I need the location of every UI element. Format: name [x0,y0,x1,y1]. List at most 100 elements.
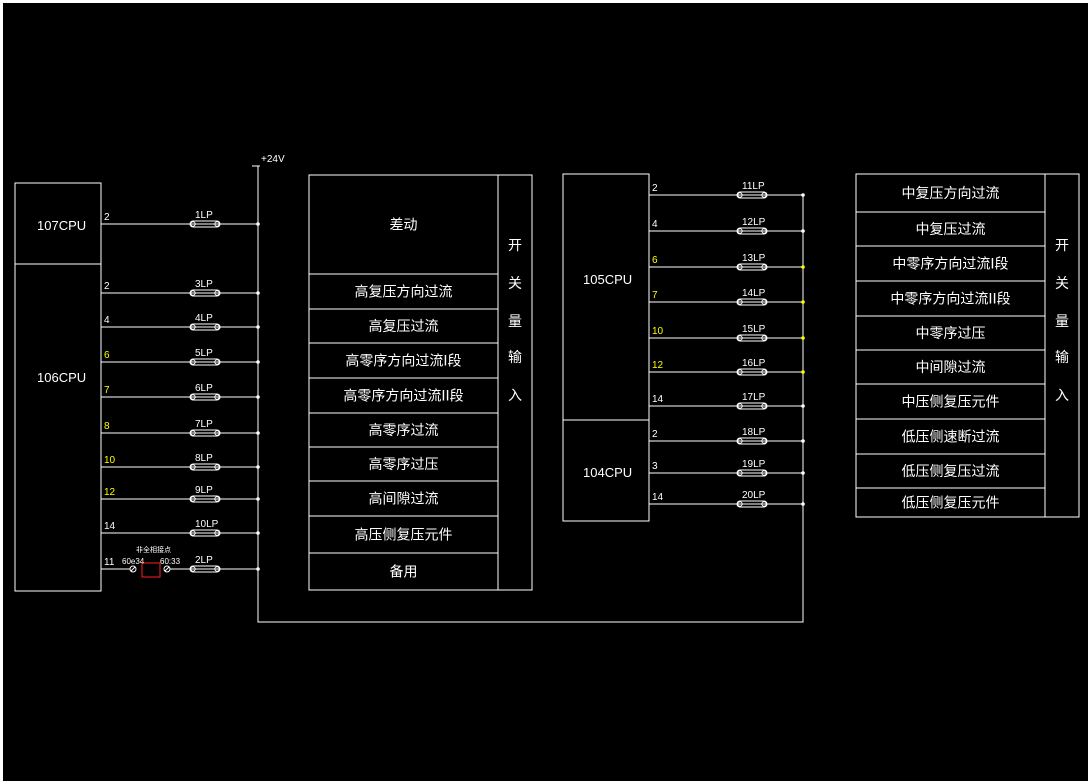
input-label: 中零序方向过流II段 [890,292,1010,308]
side-caption-char: 关 [508,276,522,292]
input-label: 中复压过流 [916,221,986,238]
pin-number: 14 [652,492,664,503]
junction-dot [256,567,260,571]
junction-dot [256,325,260,329]
input-label: 高零序过压 [369,456,439,473]
pin-number: 14 [652,394,664,405]
link-plate-3lp-icon [189,289,221,297]
cpu-104-box: 104CPU [562,419,650,522]
pin-number: 8 [104,421,110,432]
junction-dot [256,431,260,435]
junction-dot [801,471,805,475]
side-caption-char: 开 [1055,238,1069,254]
link-plate-5lp-label: 5LP [195,348,213,359]
relay-terminal-left-icon [129,565,137,573]
link-plate-6lp-label: 6LP [195,383,213,394]
input-label: 低压侧复压过流 [902,463,1000,480]
pin-number: 6 [652,255,658,266]
junction-dot [801,193,805,197]
link-plate-7lp-label: 7LP [195,419,213,430]
link-plate-5lp-icon [189,358,221,366]
link-plate-15lp-icon [736,334,768,342]
left-wire: 11 2LP [101,555,260,573]
link-plate-3lp-label: 3LP [195,279,213,290]
cpu-106-box: 106CPU [14,263,102,592]
pin-number: 2 [652,183,658,194]
input-label: 备用 [390,564,418,581]
side-caption-char: 开 [508,238,522,254]
pin-number: 2 [104,281,110,292]
cpu-106-label: 106CPU [37,370,86,385]
left-wire: 2 3LP [101,279,260,297]
input-label: 高复压方向过流 [355,284,453,301]
input-label: 中零序过压 [916,326,986,342]
link-plate-16lp-icon [736,368,768,376]
link-plate-8lp-icon [189,463,221,471]
side-caption-char: 输 [1055,350,1069,366]
link-plate-14lp-icon [736,298,768,306]
pin-number: 2 [104,212,110,223]
link-plate-20lp-icon [736,500,768,508]
pin-number: 11 [104,557,115,568]
pin-number: 10 [104,455,116,466]
supply-bus [257,166,804,623]
side-caption-char: 关 [1055,276,1069,292]
input-label: 高压侧复压元件 [355,527,453,544]
junction-dot [801,439,805,443]
link-plate-20lp-label: 20LP [742,490,766,501]
pin-number: 12 [104,487,116,498]
input-label: 高间隙过流 [369,491,439,508]
link-plate-18lp-icon [736,437,768,445]
link-plate-18lp-label: 18LP [742,427,766,438]
junction-dot [256,531,260,535]
link-plate-1lp-icon [189,220,221,228]
link-plate-6lp-icon [189,393,221,401]
side-caption-char: 入 [1055,388,1069,404]
side-caption-char: 量 [508,314,522,330]
junction-dot [256,360,260,364]
junction-dot [801,300,805,304]
left-wire: 10 8LP [101,453,260,471]
junction-dot [801,229,805,233]
junction-dot [256,222,260,226]
input-label: 中间隙过流 [916,360,986,376]
link-plate-12lp-label: 12LP [742,217,766,228]
junction-dot [801,370,805,374]
link-plate-8lp-label: 8LP [195,453,213,464]
link-plate-19lp-icon [736,469,768,477]
junction-dot [256,291,260,295]
relay-contact: 非全相接点 60e34 60:33 [122,545,181,578]
pin-number: 10 [652,326,664,337]
link-plate-12lp-icon [736,227,768,235]
cpu-105-label: 105CPU [583,272,632,287]
left-input-table: 差动高复压方向过流高复压过流高零序方向过流I段高零序方向过流II段高零序过流高零… [308,174,533,591]
pin-number: 6 [104,350,110,361]
pin-number: 7 [104,385,110,396]
junction-dot [801,336,805,340]
link-plate-2lp-label: 2LP [195,555,213,566]
pin-number: 2 [652,429,658,440]
link-plate-16lp-label: 16LP [742,358,766,369]
relay-right-terminal: 60:33 [160,557,181,566]
link-plate-17lp-icon [736,402,768,410]
right-wire: 7 14LP [649,288,805,306]
input-label: 中复压方向过流 [902,185,1000,202]
right-wire: 14 20LP [649,490,805,508]
link-plate-14lp-label: 14LP [742,288,766,299]
junction-dot [256,497,260,501]
junction-dot [256,465,260,469]
junction-dot [801,502,805,506]
pin-number: 7 [652,290,658,301]
input-label: 差动 [390,218,418,234]
input-label: 低压侧复压元件 [902,495,1000,512]
junction-dot [801,404,805,408]
link-plate-9lp-icon [189,495,221,503]
side-caption-char: 入 [508,388,522,404]
